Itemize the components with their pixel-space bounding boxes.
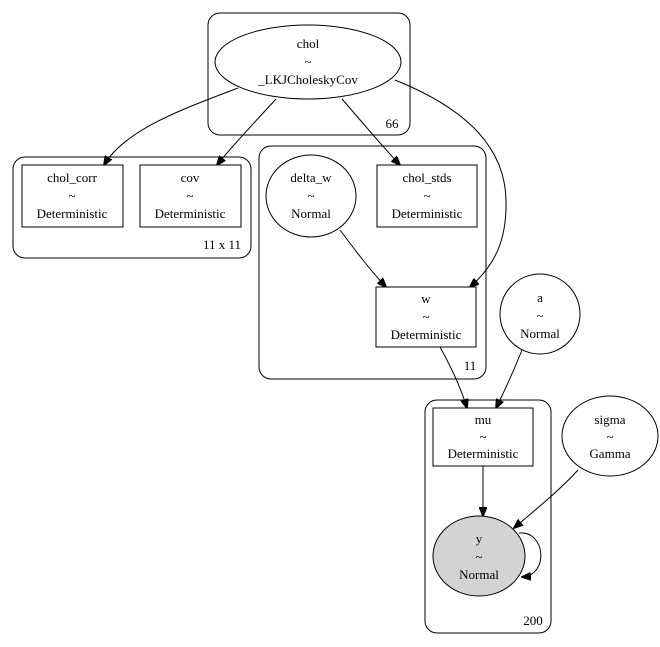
node-y-dist: Normal [459, 567, 499, 582]
node-mu-dist: Deterministic [448, 446, 519, 461]
node-chol-dist: _LKJCholeskyCov [257, 72, 358, 87]
node-a-dist: Normal [520, 326, 560, 341]
node-mu-tilde: ~ [479, 429, 486, 444]
node-chol-stds-tilde: ~ [423, 188, 430, 203]
node-chol-name: chol [297, 36, 320, 51]
edge-chol-to-chol-corr [104, 87, 239, 165]
node-delta-w-name: delta_w [290, 170, 332, 185]
edge-delta-w-to-w [339, 229, 386, 287]
node-chol: chol ~ _LKJCholeskyCov [214, 24, 402, 100]
node-cov-tilde: ~ [186, 188, 193, 203]
node-w-name: w [421, 291, 431, 306]
node-w: w ~ Deterministic [375, 286, 477, 348]
plate-200: 200 [424, 399, 552, 634]
node-chol-stds-name: chol_stds [402, 170, 451, 185]
node-sigma-tilde: ~ [606, 429, 613, 444]
node-delta-w: delta_w ~ Normal [265, 154, 357, 238]
edges [104, 79, 579, 577]
node-sigma: sigma ~ Gamma [561, 395, 659, 477]
edge-chol-to-w [394, 79, 507, 287]
node-a: a ~ Normal [499, 273, 581, 355]
node-a-tilde: ~ [536, 308, 543, 323]
node-delta-w-dist: Normal [291, 206, 331, 221]
plate-label-11: 11 [464, 358, 477, 373]
plate-label-11x11: 11 x 11 [203, 237, 241, 252]
edge-w-to-mu [439, 346, 467, 408]
node-mu-name: mu [475, 412, 492, 427]
node-chol-stds-dist: Deterministic [392, 206, 463, 221]
node-chol-corr: chol_corr ~ Deterministic [21, 164, 124, 228]
node-w-dist: Deterministic [391, 327, 462, 342]
node-w-tilde: ~ [422, 309, 429, 324]
node-chol-corr-dist: Deterministic [37, 206, 108, 221]
node-sigma-dist: Gamma [589, 446, 630, 461]
node-y: y ~ Normal [432, 515, 526, 597]
node-y-name: y [476, 531, 483, 546]
node-chol-tilde: ~ [304, 54, 311, 69]
node-chol-stds: chol_stds ~ Deterministic [376, 164, 478, 228]
plate-label-66: 66 [386, 116, 400, 131]
node-chol-corr-tilde: ~ [68, 188, 75, 203]
node-a-name: a [537, 290, 543, 305]
edge-y-self-loop [518, 532, 542, 577]
node-mu: mu ~ Deterministic [432, 407, 534, 467]
plate-11x11: 11 x 11 [12, 156, 252, 259]
edge-chol-to-cov [217, 98, 277, 165]
node-cov-name: cov [181, 170, 200, 185]
plate-66: 66 [207, 12, 411, 136]
node-y-tilde: ~ [475, 549, 482, 564]
edge-a-to-mu [496, 349, 523, 408]
plate-label-200: 200 [523, 613, 543, 628]
node-chol-corr-name: chol_corr [47, 170, 97, 185]
node-cov-dist: Deterministic [155, 206, 226, 221]
node-sigma-name: sigma [594, 412, 625, 427]
node-cov: cov ~ Deterministic [139, 164, 242, 228]
edge-chol-to-chol-stds [341, 98, 400, 165]
edge-sigma-to-y [514, 469, 579, 528]
node-delta-w-tilde: ~ [307, 188, 314, 203]
plate-11: 11 [258, 145, 487, 380]
